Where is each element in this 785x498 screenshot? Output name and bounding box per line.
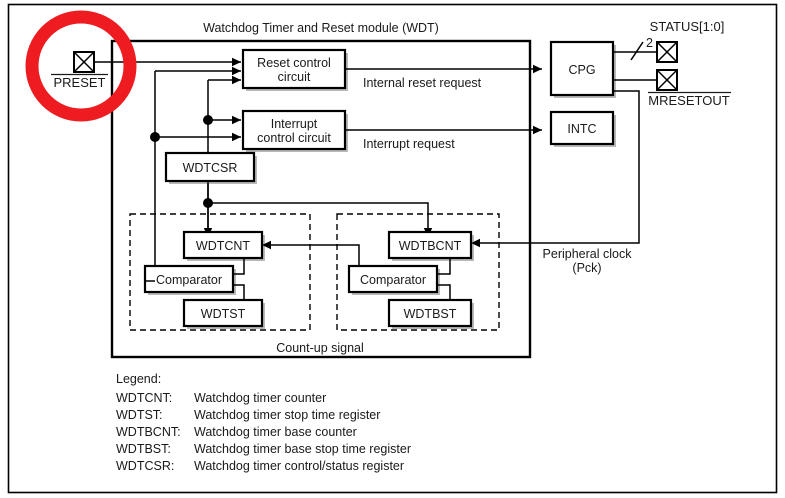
comparator-right-block <box>347 264 439 294</box>
cpg-block <box>549 40 615 97</box>
legend-heading: Legend: <box>116 372 161 386</box>
junction-dot-csr-interrupt <box>203 115 213 125</box>
wdtbcnt-label: WDTBCNT <box>399 239 462 253</box>
legend-desc-2: Watchdog timer base counter <box>194 425 357 439</box>
legend-desc-1: Watchdog timer stop time register <box>194 408 380 422</box>
wdtst-label: WDTST <box>201 307 246 321</box>
legend-term-0: WDTCNT: <box>116 391 172 405</box>
status-pin-x2 <box>656 41 678 63</box>
mresetout-pin-label: MRESETOUT <box>648 93 729 108</box>
status-pin-label: STATUS[1:0] <box>650 19 725 34</box>
legend-term-3: WDTBST: <box>116 442 171 456</box>
cpg-label: CPG <box>568 63 595 77</box>
arrow-cpg-in <box>533 64 542 74</box>
page-frame <box>7 3 778 494</box>
interrupt-control-block <box>241 109 347 151</box>
arrow-interrupt-in-1 <box>232 115 241 125</box>
bus-slash-status <box>630 41 644 61</box>
peripheral-clock-label-line2: (Pck) <box>572 261 601 275</box>
legend-term-2: WDTBCNT: <box>116 425 181 439</box>
wdtcsr-label: WDTCSR <box>183 161 238 175</box>
module-title: Watchdog Timer and Reset module (WDT) <box>203 21 439 35</box>
wire-branch-to-wdtbcnt <box>208 202 429 231</box>
reset-control-label-line2: circuit <box>278 70 311 84</box>
peripheral-clock-label-line1: Peripheral clock <box>543 247 633 261</box>
legend-term-1: WDTST: <box>116 408 163 422</box>
red-circle-highlight <box>25 10 137 122</box>
legend-desc-0: Watchdog timer counter <box>194 391 326 405</box>
legend-term-4: WDTCSR: <box>116 459 174 473</box>
arrow-interrupt-in-2 <box>232 132 241 142</box>
interrupt-control-label-line1: Interrupt <box>271 117 318 131</box>
arrow-wdtcnt-in-right <box>262 240 271 250</box>
comparator-left-block <box>143 264 235 294</box>
wdtcnt-block <box>182 230 264 260</box>
legend-desc-3: Watchdog timer base stop time register <box>194 442 411 456</box>
wire-comparator-left-to-wdtcnt <box>233 258 245 275</box>
comparator-left-label: Comparator <box>156 273 222 287</box>
arrow-reset-in-2 <box>232 66 241 76</box>
wdtbst-block <box>387 298 473 328</box>
wire-comparator-right-to-wdtbst <box>437 284 451 300</box>
wdt-module-boundary <box>110 39 532 359</box>
arrow-wdtbcnt-in-right <box>471 238 480 248</box>
wire-comparator-left-to-wdtst <box>233 284 245 300</box>
wdtcnt-group-dashed-box <box>129 213 311 331</box>
comparator-right-label: Comparator <box>360 273 426 287</box>
arrow-reset-in-3 <box>232 75 241 85</box>
wdtst-block <box>182 298 264 328</box>
reset-control-label-line1: Reset control <box>257 56 331 70</box>
preset-pin-x2 <box>73 51 95 73</box>
bus-width-label: 2 <box>646 36 653 50</box>
reset-control-block <box>241 48 347 90</box>
internal-reset-request-label: Internal reset request <box>363 76 482 90</box>
wdtcsr-block <box>164 151 256 183</box>
arrow-reset-in-1 <box>232 57 241 67</box>
wdtbcnt-group-dashed-box <box>336 213 500 331</box>
interrupt-request-label: Interrupt request <box>363 137 455 151</box>
junction-dot-left-bus <box>150 132 160 142</box>
mresetout-pin-x2 <box>656 69 678 91</box>
wire-peripheral-clock <box>477 90 640 244</box>
legend-desc-4: Watchdog timer control/status register <box>194 459 404 473</box>
intc-block <box>549 110 615 146</box>
count-up-signal-label: Count-up signal <box>276 341 364 355</box>
wire-comparator-right-to-wdtbcnt <box>437 258 451 275</box>
intc-label: INTC <box>567 122 596 136</box>
arrow-intc-in <box>533 125 542 135</box>
wdtbst-label: WDTBST <box>404 307 457 321</box>
wdtbcnt-block <box>387 230 473 260</box>
interrupt-control-label-line2: control circuit <box>257 131 331 145</box>
wire-count-up-signal <box>268 244 360 266</box>
wdtcnt-label: WDTCNT <box>196 239 251 253</box>
preset-pin-label: PRESET <box>53 75 105 90</box>
